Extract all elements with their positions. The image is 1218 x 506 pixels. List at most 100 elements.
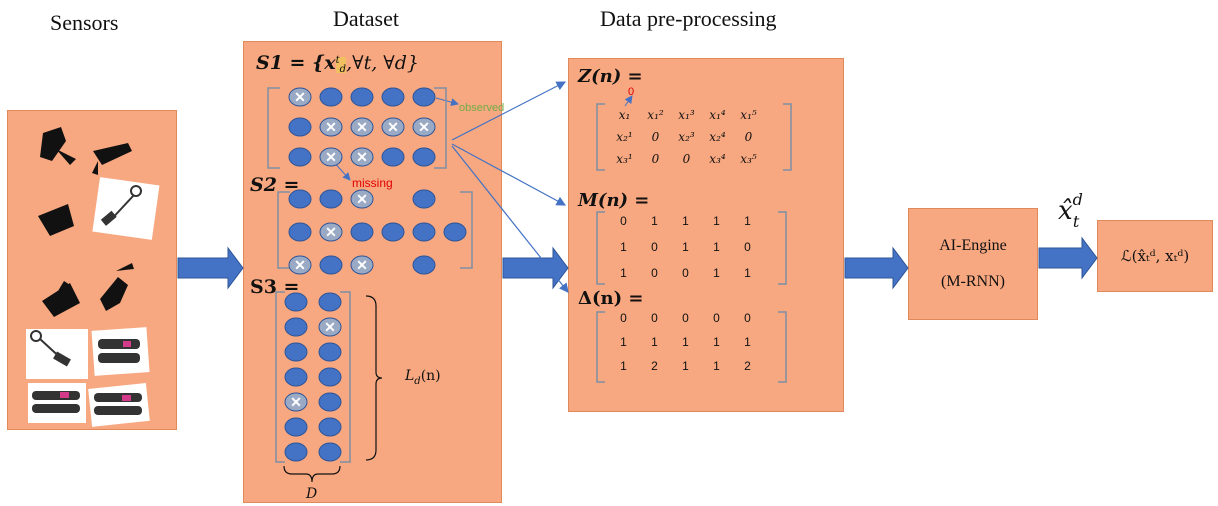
m-cell: 1 (744, 214, 751, 228)
loss-box: ℒ(x̂ₜᵈ, xₜᵈ) (1097, 220, 1213, 292)
sensor-photo (92, 177, 160, 240)
delta-cell: 0 (713, 311, 720, 325)
m-cell: 1 (682, 240, 689, 254)
missing-node (350, 189, 374, 209)
missing-note: missing (352, 176, 393, 190)
preprocessing-panel (568, 58, 844, 412)
observed-note: observed (459, 102, 505, 114)
estimate-symbol: x̂ (1058, 196, 1073, 226)
s2-bracket-left (277, 191, 290, 269)
observed-node (319, 87, 343, 107)
z-cell: 0 (651, 152, 660, 166)
z-cell: x₃¹ (616, 152, 633, 166)
missing-node (319, 147, 343, 167)
z-cell: 0 (744, 130, 753, 144)
z-bracket-left (596, 103, 605, 171)
sensors-panel (7, 110, 177, 430)
z-bracket-right (783, 103, 792, 171)
missing-mark: ✕ (324, 321, 336, 336)
observed-node (381, 147, 405, 167)
sensor-icon (38, 127, 134, 317)
missing-mark: ✕ (290, 396, 302, 411)
observed-node (318, 367, 342, 387)
ld-rest: (n) (420, 368, 441, 384)
delta-bracket-left (596, 311, 605, 383)
m-label: M(n) = (578, 190, 650, 211)
observed-node (350, 222, 374, 242)
missing-mark: ✕ (325, 151, 337, 166)
sensor-photo (88, 382, 150, 427)
z-marker: 0 (628, 86, 635, 98)
m-cell: 0 (682, 266, 689, 280)
loss-formula: ℒ(x̂ₜᵈ, xₜᵈ) (1120, 247, 1190, 265)
observed-node (288, 189, 312, 209)
s2-bracket-right (460, 191, 473, 269)
observed-node (319, 189, 343, 209)
z-cell: x₁ (618, 108, 631, 122)
m-cell: 1 (620, 266, 627, 280)
missing-mark: ✕ (356, 193, 368, 208)
observed-node (412, 147, 436, 167)
observed-node (412, 255, 436, 275)
ai-engine-model: (M-RNN) (941, 273, 1005, 290)
observed-node (284, 317, 308, 337)
observed-node (284, 367, 308, 387)
missing-mark: ✕ (294, 91, 306, 106)
ld-sub: d (414, 376, 421, 387)
observed-node (350, 87, 374, 107)
delta-cell: 0 (620, 311, 627, 325)
observed-node (284, 342, 308, 362)
missing-node (318, 317, 342, 337)
m-cell: 0 (651, 240, 658, 254)
z-label: Z(n) = (578, 66, 643, 87)
observed-node (381, 222, 405, 242)
missing-node (319, 222, 343, 242)
m-cell: 1 (620, 240, 627, 254)
delta-cell: 2 (651, 359, 658, 373)
observed-node (318, 342, 342, 362)
delta-cell: 1 (682, 359, 689, 373)
observed-node (318, 417, 342, 437)
delta-bracket-right (778, 311, 787, 383)
sensor-images (26, 127, 160, 427)
z-cell: x₃⁴ (709, 152, 726, 166)
delta-cell: 1 (620, 335, 627, 349)
s2-node-grid: ✕✕✕✕ (288, 189, 467, 275)
delta-cell: 1 (713, 359, 720, 373)
ld-main: L (405, 368, 415, 384)
missing-node (350, 147, 374, 167)
s2-label: S2 = (250, 174, 300, 196)
m-cell: 1 (713, 240, 720, 254)
s3-bracket-right (340, 291, 351, 463)
missing-node (350, 117, 374, 137)
missing-node (412, 117, 436, 137)
sensors-title: Sensors (50, 10, 119, 35)
observed-node (443, 222, 467, 242)
delta-cell: 2 (744, 359, 751, 373)
sensor-photo (26, 329, 88, 379)
block-arrow-dataset-preprocess (502, 246, 569, 290)
missing-mark: ✕ (325, 121, 337, 136)
observed-node (284, 292, 308, 312)
z-cell: x₂³ (678, 130, 695, 144)
z-cell: x₁³ (678, 108, 695, 122)
block-arrow-engine-loss (1038, 236, 1098, 280)
m-cell: 1 (744, 266, 751, 280)
s3-label: S3 = (250, 276, 300, 298)
z-cell: x₂⁴ (709, 130, 726, 144)
missing-node (350, 255, 374, 275)
missing-mark: ✕ (356, 121, 368, 136)
arrow-to-observed (435, 97, 459, 107)
s1-label-rest: ,∀t, ∀d} (346, 52, 420, 74)
observed-node (412, 189, 436, 209)
s3-bracket-left (275, 291, 285, 463)
observed-node (288, 147, 312, 167)
ld-label: Ld(n) (405, 368, 441, 387)
missing-mark: ✕ (387, 121, 399, 136)
observed-node (288, 222, 312, 242)
missing-node (319, 117, 343, 137)
